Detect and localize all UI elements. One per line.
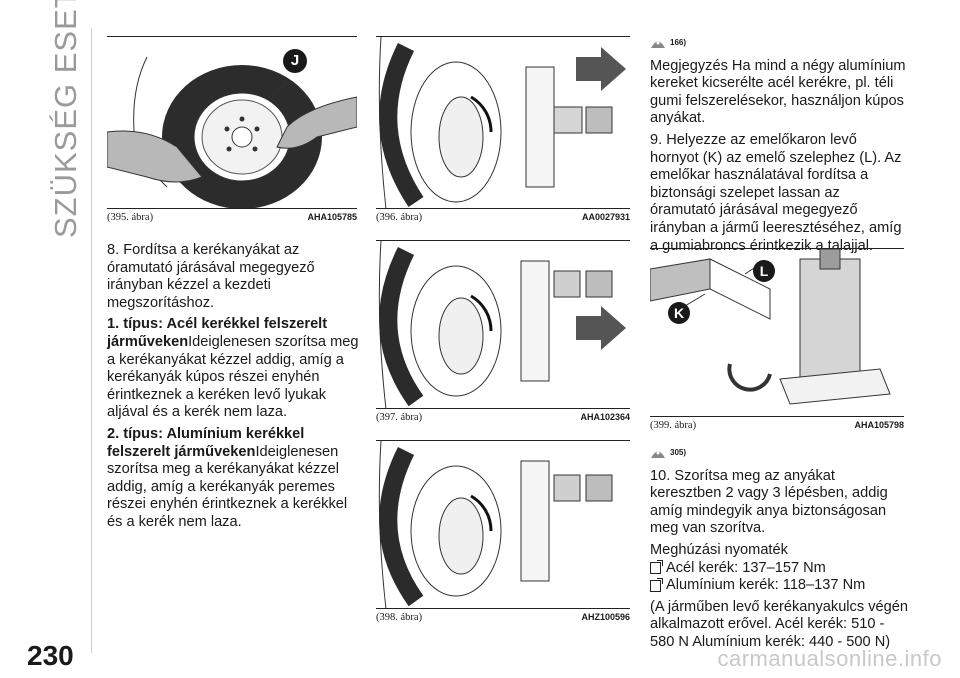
step-8: 8. Fordítsa a kerékanyákat az óramutató … (107, 242, 315, 311)
closing-note: (A járműben levő kerékanyakulcs végén al… (650, 598, 908, 650)
figure-396: (396. ábra) AA0027931 (376, 36, 630, 227)
figure-caption: (398. ábra) AHZ100596 (376, 612, 630, 623)
checkbox-bullet-icon (650, 577, 663, 592)
watermark: carmanualsonline.info (717, 646, 942, 671)
wheel-hands-illustration (107, 56, 357, 209)
warning-ref-305: 305) (650, 444, 908, 462)
step-10: 10. Szorítsa meg az anyákat keresztben 2… (650, 467, 888, 537)
callout-k: K (668, 302, 690, 324)
wheel-flange-nut-illustration (378, 241, 626, 409)
figure-caption: (396. ábra) AA0027931 (376, 212, 630, 223)
figure-caption: (399. ábra) AHA105798 (650, 420, 904, 431)
column-3-text-bottom: 305) 10. Szorítsa meg az anyákat kereszt… (650, 444, 908, 656)
section-title: SZÜKSÉG ESETÉN (48, 0, 83, 238)
warning-ref-166: 166) (650, 34, 908, 52)
margin-rule (91, 28, 92, 653)
warning-icon (651, 451, 665, 458)
page-number: 230 (27, 640, 74, 671)
figure-399: L K (399. ábra) AHA105798 (650, 248, 904, 435)
figure-caption: (397. ábra) AHA102364 (376, 412, 630, 423)
figure-caption: (395. ábra) AHA105785 (107, 212, 357, 223)
type-1-paragraph: 1. típus: Acél kerékkel felszerelt jármű… (107, 316, 359, 421)
column-3-text-top: 166) Megjegyzés Ha mind a négy alumínium… (650, 34, 908, 259)
callout-l: L (753, 260, 775, 282)
figure-395: J (395. ábra) AHA105785 (107, 36, 357, 227)
type-2-paragraph: 2. típus: Alumínium kerékkel felszerelt … (107, 425, 348, 530)
torque-item: Acél kerék: 137–157 Nm (650, 560, 908, 578)
column-1-text: 8. Fordítsa a kerékanyákat az óramutató … (107, 242, 359, 536)
figure-397: (397. ábra) AHA102364 (376, 240, 630, 427)
checkbox-bullet-icon (650, 560, 663, 575)
callout-j: J (283, 49, 307, 73)
note-paragraph: Megjegyzés Ha mind a négy alumínium kere… (650, 57, 906, 127)
wheel-cone-nut-illustration (378, 37, 626, 209)
wheel-nut-tightening-illustration (378, 441, 613, 609)
figure-398: (398. ábra) AHZ100596 (376, 440, 630, 627)
torque-label: Meghúzási nyomaték (650, 541, 788, 558)
torque-item: Alumínium kerék: 118–137 Nm (650, 577, 908, 595)
step-9: 9. Helyezze az emelőkaron levő hornyot (… (650, 131, 902, 254)
warning-icon (651, 41, 665, 48)
jack-lever-illustration (650, 249, 891, 405)
